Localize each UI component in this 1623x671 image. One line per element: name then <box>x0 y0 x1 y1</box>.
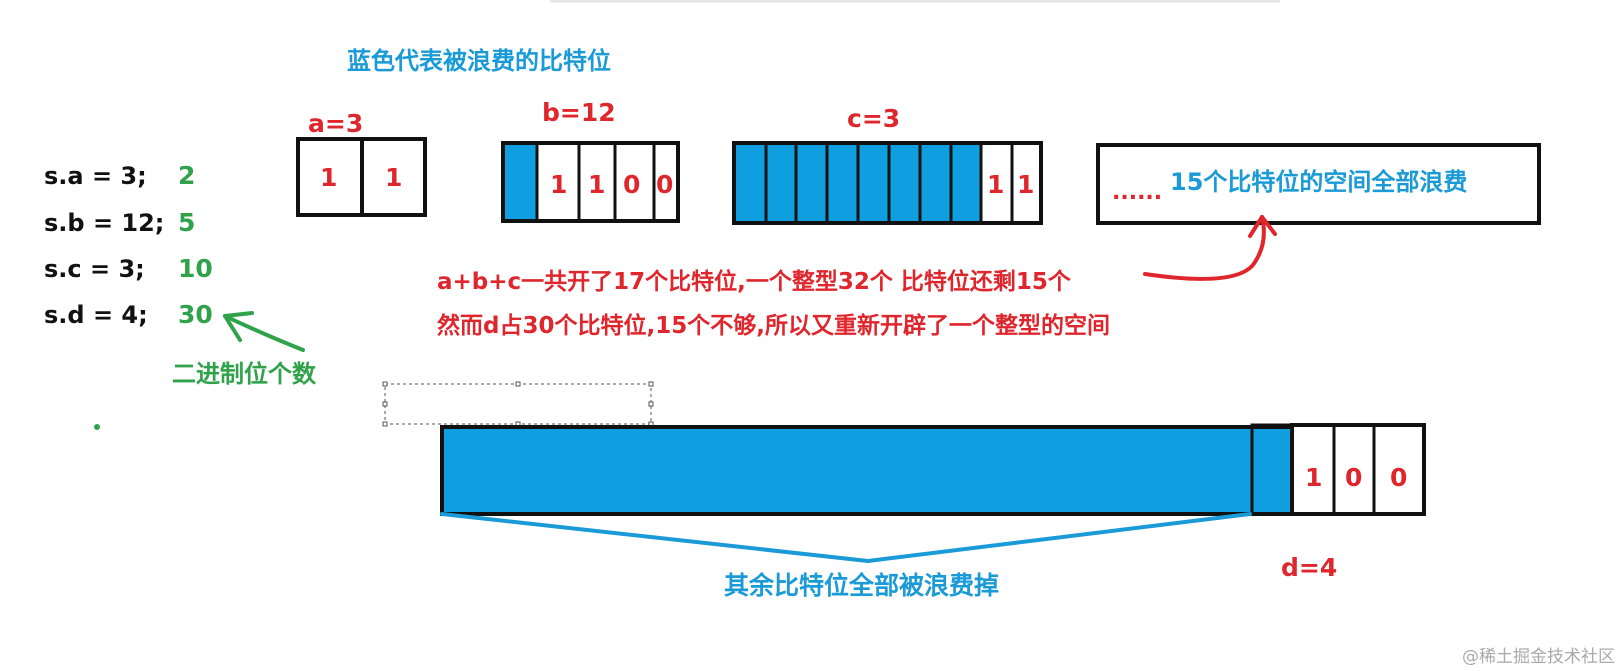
waste-box-text: 15个比特位的空间全部浪费 <box>1170 168 1467 196</box>
watermark: @稀土掘金技术社区 <box>1462 647 1615 667</box>
field-c-box: 1 1 <box>732 141 1043 225</box>
field-d-bit-0: 1 <box>1305 463 1322 492</box>
field-a-bit-1: 1 <box>385 163 402 192</box>
field-b-bit-1: 1 <box>588 170 605 199</box>
waste-box-dots: ...... <box>1112 180 1162 205</box>
field-b-bit-0: 1 <box>550 170 567 199</box>
code-line-c: s.c = 3; <box>44 255 145 283</box>
explanation-line-2: 然而d占30个比特位,15个不够,所以又重新开辟了一个整型的空间 <box>437 312 1110 339</box>
field-b-bit-3: 0 <box>656 170 673 199</box>
code-listing: s.a = 3; s.b = 12; s.c = 3; s.d = 4; 2 5… <box>44 161 213 329</box>
bits-count-b: 5 <box>178 208 195 237</box>
bits-count-a: 2 <box>178 161 195 190</box>
code-line-b: s.b = 12; <box>44 209 164 237</box>
blue-funnel <box>440 512 1252 563</box>
explanation-line-1: a+b+c一共开了17个比特位,一个整型32个 比特位还剩15个 <box>437 268 1072 295</box>
bits-count-c: 10 <box>178 254 213 283</box>
rest-wasted-label: 其余比特位全部被浪费掉 <box>724 571 999 600</box>
field-b-label: b=12 <box>542 98 616 127</box>
green-dot <box>94 424 100 430</box>
caption-top: 蓝色代表被浪费的比特位 <box>347 47 611 75</box>
field-b-bit-2: 0 <box>623 170 640 199</box>
waste-box: ...... 15个比特位的空间全部浪费 <box>1096 143 1541 225</box>
field-d-label: d=4 <box>1281 553 1337 582</box>
bits-note: 二进制位个数 <box>172 360 317 388</box>
field-c-bit-0: 1 <box>987 170 1004 199</box>
field-c-label: c=3 <box>847 104 900 133</box>
field-d-bit-1: 0 <box>1345 463 1362 492</box>
green-arrow <box>223 311 305 352</box>
field-d-bit-2: 0 <box>1390 463 1407 492</box>
code-line-a: s.a = 3; <box>44 162 147 190</box>
code-line-d: s.d = 4; <box>44 301 148 329</box>
bits-count-d: 30 <box>178 300 213 329</box>
field-b-box: 1 1 0 0 <box>501 141 680 223</box>
field-d-box: 1 0 0 <box>440 423 1426 516</box>
field-a-bit-0: 1 <box>320 163 337 192</box>
field-c-bit-1: 1 <box>1017 170 1034 199</box>
field-d-wasted-bits <box>440 425 1294 516</box>
selection-box <box>382 381 654 427</box>
red-arrow <box>1143 215 1277 281</box>
field-a-box: 1 1 <box>296 137 427 217</box>
field-a-label: a=3 <box>308 109 363 138</box>
